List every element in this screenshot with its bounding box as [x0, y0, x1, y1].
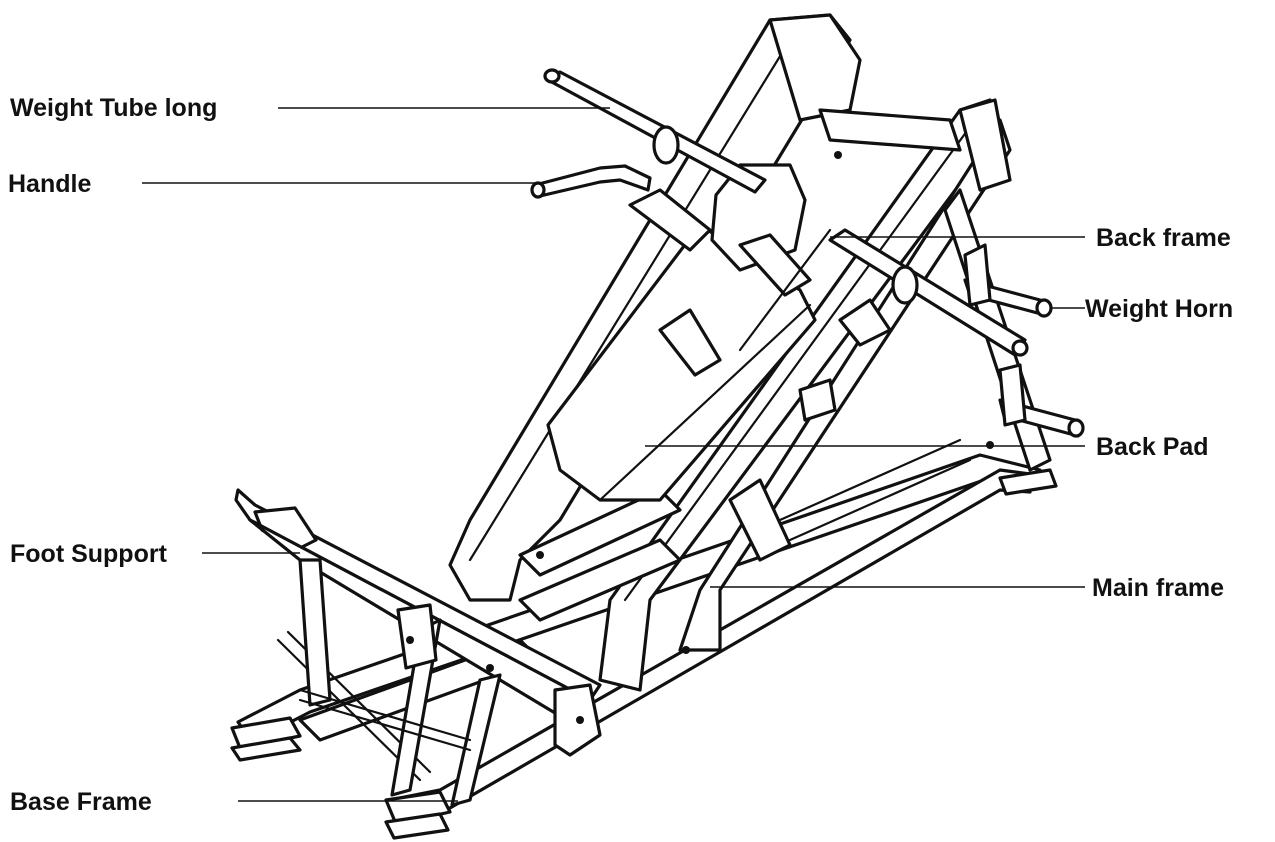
- label-back-frame: Back frame: [1096, 224, 1231, 252]
- label-handle: Handle: [8, 170, 91, 198]
- weight-tube-long-part: [543, 68, 767, 194]
- part-labels: Weight Tube long Handle Back frame Weigh…: [8, 94, 1233, 816]
- leader-lines: [142, 107, 1085, 802]
- weight-tube-right-part: [828, 228, 1029, 357]
- label-foot-support: Foot Support: [10, 540, 168, 568]
- label-main-frame: Main frame: [1092, 574, 1224, 602]
- foot-support-part: [234, 488, 602, 807]
- label-weight-tube-long: Weight Tube long: [10, 94, 217, 122]
- back-pad-part: [546, 163, 817, 502]
- label-back-pad: Back Pad: [1096, 433, 1209, 461]
- machine-illustration: [230, 13, 1085, 840]
- weight-horn-part: [963, 243, 1085, 438]
- handle-part: [530, 164, 652, 199]
- bolt-dots: [406, 151, 994, 724]
- label-weight-horn: Weight Horn: [1085, 295, 1233, 323]
- label-base-frame: Base Frame: [10, 788, 152, 816]
- back-frame-part: [628, 188, 892, 562]
